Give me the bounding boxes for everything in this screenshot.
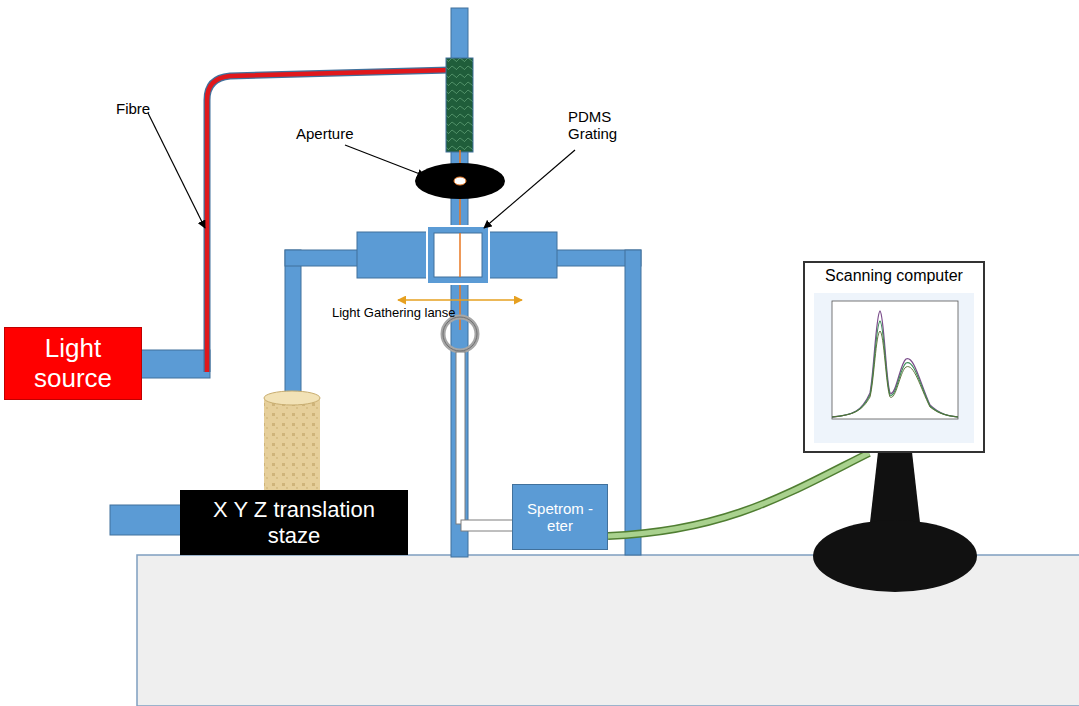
focal-arrow bbox=[398, 299, 522, 301]
spectrometer-box: Spetrom -eter bbox=[512, 484, 608, 550]
leader-line bbox=[345, 145, 425, 176]
aperture-disc bbox=[415, 163, 505, 199]
left-support bbox=[285, 250, 301, 400]
stage-knob bbox=[110, 505, 190, 535]
optical-fibre bbox=[207, 70, 450, 372]
part-label: PDMS Grating bbox=[568, 108, 638, 143]
leader-line bbox=[148, 113, 205, 228]
spectrum-chart bbox=[814, 293, 974, 443]
pdms-grating bbox=[427, 226, 489, 284]
node-text: Scanning computer bbox=[821, 265, 967, 287]
stage-box: X Y Z translation staze bbox=[180, 490, 408, 555]
node-text: X Y Z translation staze bbox=[180, 495, 408, 550]
gathering-lens bbox=[443, 317, 477, 351]
part-label: Light Gathering lanse bbox=[332, 306, 462, 321]
collection-tube bbox=[456, 352, 465, 524]
grating-arm bbox=[357, 232, 557, 278]
fibre-holder bbox=[446, 58, 473, 152]
stage-post bbox=[264, 398, 320, 492]
data-cable bbox=[608, 453, 869, 536]
part-label: Aperture bbox=[296, 125, 354, 142]
part-label: Fibre bbox=[116, 100, 150, 117]
source-box: Light source bbox=[4, 327, 142, 400]
monitor-box: Scanning computer bbox=[803, 261, 985, 453]
leader-line bbox=[484, 150, 575, 228]
source-port bbox=[138, 350, 210, 378]
node-text: Spetrom -eter bbox=[513, 498, 607, 537]
node-text: Light source bbox=[5, 332, 141, 396]
